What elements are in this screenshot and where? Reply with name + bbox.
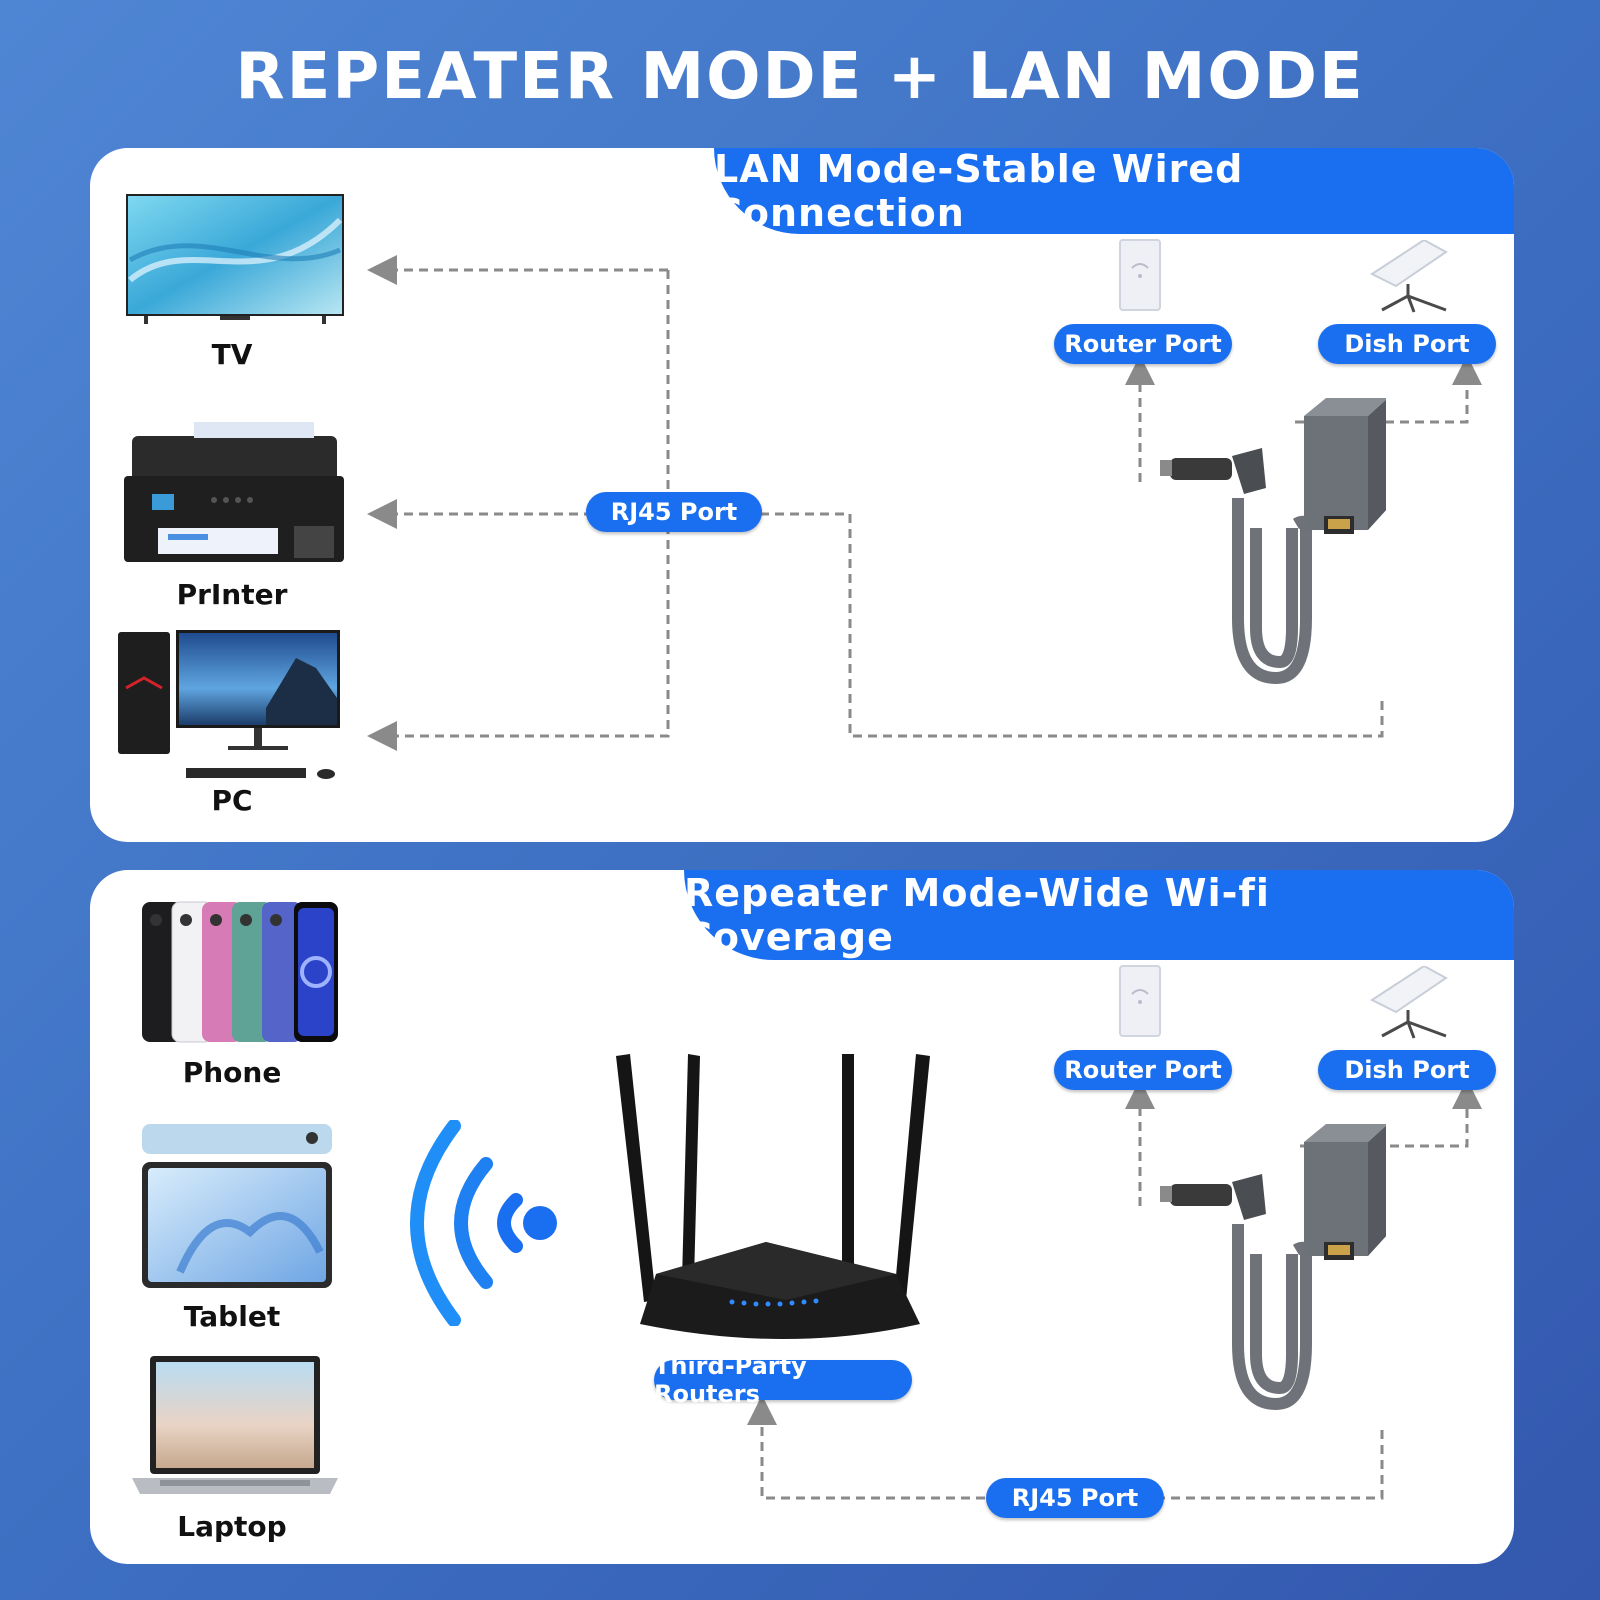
page-title: REPEATER MODE + LAN MODE (235, 40, 1365, 114)
device-label-printer: PrInter (176, 578, 288, 611)
pc-icon (118, 630, 340, 779)
wall-router-icon (1119, 965, 1161, 1037)
dish-icon (1369, 240, 1448, 313)
router-icon (616, 1054, 930, 1339)
third-party-routers-label: Third-Party Routers (654, 1352, 912, 1408)
rj45-port-label-lan: RJ45 Port (586, 492, 762, 532)
tablet-icon (142, 1124, 332, 1288)
ethernet-adapter-icon (1160, 1124, 1386, 1411)
lan-mode-banner: LAN Mode-Stable Wired Connection (714, 148, 1514, 235)
repeater-mode-panel: Repeater Mode-Wide Wi-fi Coverage Phone (90, 870, 1514, 1564)
device-label-laptop: Laptop (177, 1510, 287, 1543)
router-port-label-repeater: Router Port (1054, 1050, 1232, 1090)
device-label-phone: Phone (182, 1056, 282, 1089)
dish-port-label-lan: Dish Port (1318, 324, 1496, 364)
dish-icon (1369, 966, 1448, 1039)
repeater-mode-banner: Repeater Mode-Wide Wi-fi Coverage (684, 870, 1514, 960)
tv-icon (126, 194, 344, 324)
router-port-label-lan: Router Port (1054, 324, 1232, 364)
device-label-tablet: Tablet (183, 1300, 281, 1333)
wall-router-icon (1119, 239, 1161, 311)
lan-mode-panel: LAN Mode-Stable Wired Connection (90, 148, 1514, 842)
rj45-port-label-repeater: RJ45 Port (986, 1478, 1164, 1518)
printer-icon (124, 422, 344, 562)
dish-port-label-repeater: Dish Port (1318, 1050, 1496, 1090)
ethernet-adapter-icon (1160, 398, 1386, 685)
wifi-icon (410, 1120, 557, 1326)
laptop-icon (132, 1356, 338, 1494)
device-label-pc: PC (211, 784, 253, 817)
phone-icon (142, 901, 338, 1043)
device-label-tv: TV (211, 338, 253, 371)
